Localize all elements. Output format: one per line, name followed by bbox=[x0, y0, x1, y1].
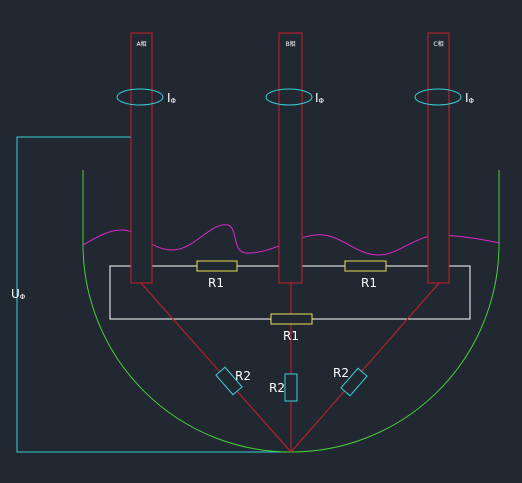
current-label-a: IΦ bbox=[167, 91, 177, 105]
current-transformer-a bbox=[116, 88, 164, 106]
resistor-r1-ab bbox=[196, 260, 238, 272]
star-branch-c bbox=[290, 282, 440, 453]
current-transformer-b bbox=[265, 88, 313, 106]
resistor-r1-bc-label: R1 bbox=[361, 276, 377, 290]
resistor-r2-c bbox=[340, 367, 368, 397]
current-label-b: IΦ bbox=[315, 91, 325, 105]
current-transformer-c bbox=[414, 88, 462, 106]
electrode-label-c: C相 bbox=[433, 40, 443, 48]
voltage-label: UΦ bbox=[11, 287, 26, 301]
resistor-r2-a-label: R2 bbox=[235, 369, 251, 383]
resistor-r2-a bbox=[215, 366, 243, 396]
electrode-label-b: B相 bbox=[285, 40, 295, 48]
electrode-b bbox=[278, 32, 303, 284]
resistor-r2-b bbox=[284, 373, 298, 402]
voltage-measurement-lead bbox=[16, 136, 291, 453]
resistor-r2-c-label: R2 bbox=[333, 366, 349, 380]
electrode-label-a: A相 bbox=[136, 40, 146, 48]
electrode-a bbox=[130, 32, 153, 284]
resistor-r1-ab-label: R1 bbox=[208, 276, 224, 290]
resistor-r1-bc bbox=[344, 260, 387, 272]
resistor-r1-ca-label: R1 bbox=[283, 329, 299, 343]
star-branch-a bbox=[140, 282, 292, 453]
current-label-c: IΦ bbox=[465, 91, 475, 105]
resistor-r1-ca bbox=[270, 313, 313, 325]
resistor-r2-b-label: R2 bbox=[269, 381, 285, 395]
electrode-c bbox=[427, 32, 450, 284]
